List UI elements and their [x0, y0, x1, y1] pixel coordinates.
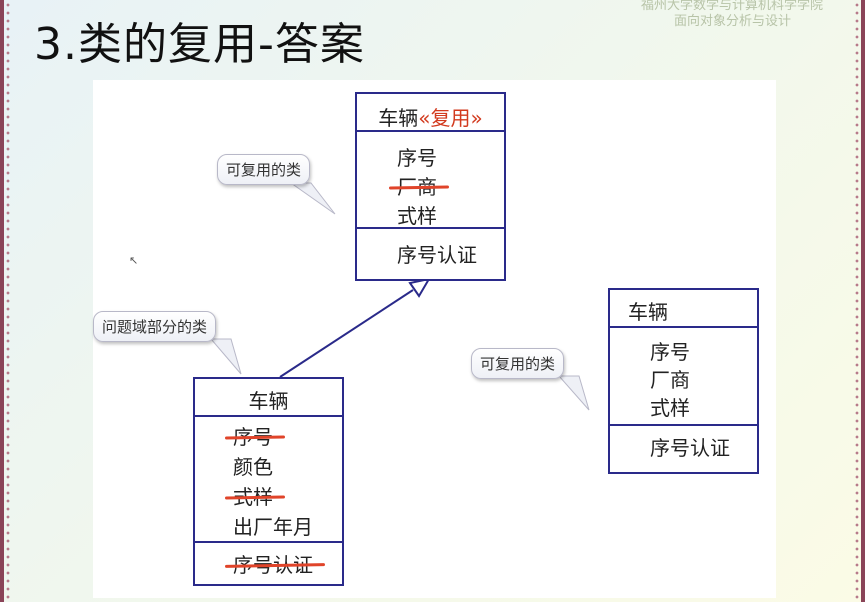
reusable-class-operations: 序号认证 [357, 229, 504, 279]
problem-attr-color: 颜色 [233, 455, 273, 479]
left-dotted-border [4, 0, 12, 602]
problem-attr-style: 式样 [233, 481, 342, 511]
header-school: 福州大学数学与计算机科学学院 [640, 0, 823, 13]
right-attr-style: 式样 [650, 396, 690, 420]
reusable-class-name-section: 车辆«复用» [357, 94, 504, 132]
generalization-line [279, 289, 414, 378]
problem-op-serial-auth: 序号认证 [233, 549, 342, 578]
right-class-name-section: 车辆 [610, 290, 757, 328]
reusable-attr-manufacturer: 厂商 [397, 171, 504, 200]
callout-problem-domain: 问题域部分的类 [93, 311, 217, 342]
problem-class-operations: 序号认证 [195, 543, 342, 584]
reusable-class-box: 车辆«复用» 序号 厂商 式样 序号认证 [355, 92, 506, 281]
reusable-stereotype: «复用» [418, 106, 483, 130]
mouse-cursor-icon: ↖ [129, 254, 139, 267]
right-class-attributes: 序号 厂商 式样 [610, 328, 757, 426]
reusable-attr-manufacturer-struck: 厂商 [397, 171, 437, 200]
reusable-attr-serial: 序号 [397, 146, 437, 170]
problem-class-name-section: 车辆 [195, 379, 342, 417]
problem-attr-serial: 序号 [233, 421, 342, 451]
reusable-attr-style: 式样 [397, 204, 437, 228]
right-op-serial-auth: 序号认证 [650, 436, 730, 460]
reusable-class-attributes: 序号 厂商 式样 [357, 132, 504, 229]
problem-attr-style-struck: 式样 [233, 481, 273, 510]
right-attr-serial: 序号 [650, 340, 690, 364]
problem-class-name: 车辆 [248, 389, 289, 413]
callout-reusable-top: 可复用的类 [217, 154, 311, 185]
right-class-box: 车辆 序号 厂商 式样 序号认证 [608, 288, 759, 474]
generalization-arrowhead [408, 277, 432, 298]
right-class-operations: 序号认证 [610, 426, 757, 472]
callout-pointer-top [289, 182, 336, 215]
diagram-connectors [209, 182, 590, 411]
reusable-class-name: 车辆«复用» [378, 106, 483, 130]
problem-domain-class-box: 车辆 序号 颜色 式样 出厂年月 序号认证 [193, 377, 344, 586]
problem-attr-manufacture-date: 出厂年月 [233, 515, 313, 539]
callout-pointer-left [209, 338, 242, 375]
problem-attr-serial-struck: 序号 [233, 421, 273, 450]
diagram-canvas: 车辆«复用» 序号 厂商 式样 序号认证 车辆 序号 颜色 式样 出厂年月 [93, 80, 776, 598]
right-class-name: 车辆 [628, 300, 668, 324]
right-dotted-border [853, 0, 861, 602]
callout-reusable-right: 可复用的类 [471, 348, 565, 379]
reusable-op-serial-auth: 序号认证 [397, 243, 477, 267]
slide-title: 3.类的复用-答案 [34, 19, 365, 70]
problem-class-attributes: 序号 颜色 式样 出厂年月 [195, 417, 342, 543]
problem-op-serial-auth-struck: 序号认证 [233, 549, 313, 578]
right-attr-manufacturer: 厂商 [650, 368, 690, 392]
callout-pointer-right [557, 375, 590, 411]
header-course: 面向对象分析与设计 [673, 14, 791, 29]
